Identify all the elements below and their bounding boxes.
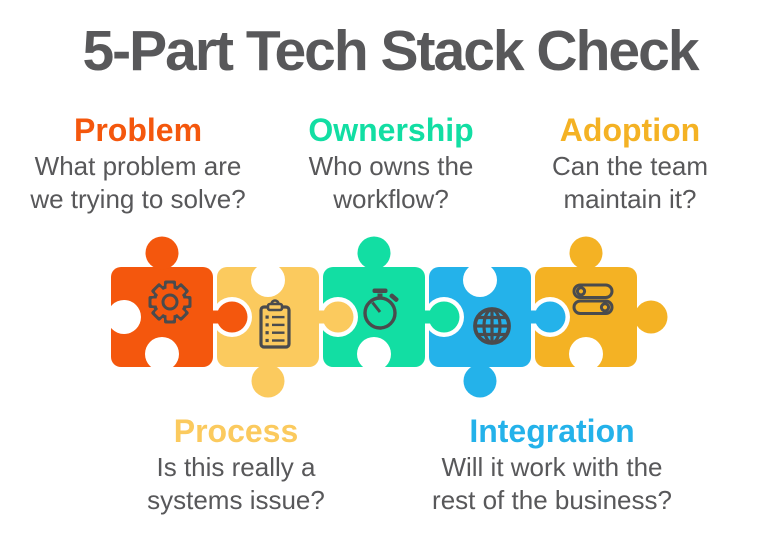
section-block-integration: Integration Will it work with the rest o… bbox=[400, 413, 704, 517]
page-title: 5-Part Tech Stack Check bbox=[82, 19, 699, 83]
section-label-process: Process bbox=[173, 413, 299, 449]
section-block-ownership: Ownership Who owns the workflow? bbox=[276, 112, 506, 216]
section-block-problem: Problem What problem are we trying to so… bbox=[14, 112, 262, 216]
section-question-adoption: Can the team maintain it? bbox=[551, 151, 709, 215]
clipboard-icon bbox=[259, 299, 291, 349]
section-label-integration: Integration bbox=[469, 413, 635, 449]
gear-icon bbox=[148, 280, 192, 324]
section-question-problem: What problem are we trying to solve? bbox=[30, 151, 246, 215]
puzzle-tab-process-to-ownership bbox=[312, 301, 354, 333]
section-label-adoption: Adoption bbox=[559, 112, 701, 148]
stopwatch-icon bbox=[363, 288, 399, 330]
section-question-ownership: Who owns the workflow? bbox=[308, 151, 474, 215]
section-question-integration: Will it work with the rest of the busine… bbox=[432, 452, 672, 516]
section-question-process: Is this really a systems issue? bbox=[147, 452, 325, 516]
globe-icon bbox=[473, 307, 511, 345]
section-label-problem: Problem bbox=[73, 112, 203, 148]
section-block-adoption: Adoption Can the team maintain it? bbox=[514, 112, 746, 216]
puzzle-row bbox=[107, 236, 668, 398]
puzzle-tab-problem-to-process bbox=[206, 301, 248, 333]
section-block-process: Process Is this really a systems issue? bbox=[116, 413, 356, 517]
puzzle-tab-integration-to-adoption bbox=[524, 301, 566, 333]
section-label-ownership: Ownership bbox=[308, 112, 474, 148]
puzzle-tab-ownership-to-integration bbox=[418, 301, 460, 333]
toggles-icon bbox=[572, 283, 614, 315]
puzzle-piece-ownership bbox=[323, 236, 425, 367]
